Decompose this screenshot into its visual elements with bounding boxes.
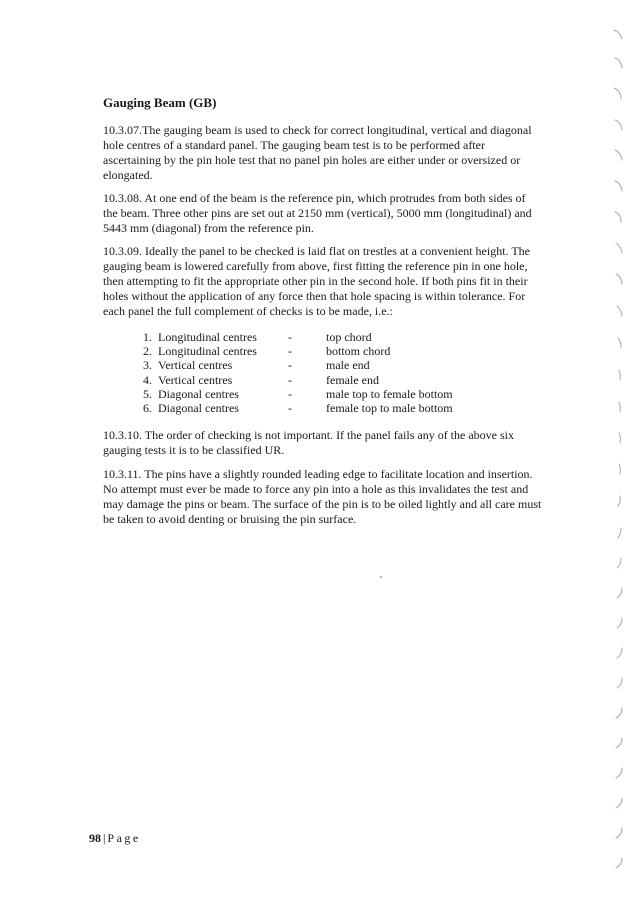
check-number: 4. (143, 372, 152, 387)
check-description: top chord (326, 330, 372, 344)
check-dash: - (288, 386, 292, 401)
check-list-item: 1. Longitudinal centres - top chord (130, 330, 490, 344)
check-description: male top to female bottom (326, 386, 453, 401)
check-item: Diagonal centres (158, 400, 239, 415)
check-list-item: 2. Longitudinal centres - bottom chord (130, 344, 490, 358)
check-list-item: 4. Vertical centres - female end (130, 373, 490, 387)
scan-speck (380, 576, 382, 578)
paragraph-10-3-11: 10.3.11. The pins have a slightly rounde… (103, 467, 542, 526)
check-list-item: 5. Diagonal centres - male top to female… (130, 387, 490, 401)
check-item: Diagonal centres (158, 386, 239, 401)
check-description: female end (326, 372, 379, 387)
page-label: Page (107, 831, 141, 845)
check-item: Longitudinal centres (158, 330, 257, 344)
page-footer: 98|Page (89, 831, 141, 846)
check-number: 5. (143, 386, 152, 401)
check-dash: - (288, 358, 292, 373)
paragraph-10-3-08: 10.3.08. At one end of the beam is the r… (103, 191, 532, 235)
check-item: Vertical centres (158, 372, 233, 387)
paragraph-10-3-10: 10.3.10. The order of checking is not im… (103, 428, 514, 457)
check-dash: - (288, 400, 292, 415)
paragraph-10-3-07: 10.3.07.The gauging beam is used to chec… (103, 123, 532, 182)
section-heading: Gauging Beam (GB) (103, 95, 217, 110)
check-list-item: 6. Diagonal centres - female top to male… (130, 401, 490, 415)
check-number: 3. (143, 358, 152, 373)
check-number: 1. (143, 330, 152, 344)
check-number: 2. (143, 344, 152, 359)
paragraph-10-3-09: 10.3.09. Ideally the panel to be checked… (103, 244, 530, 318)
check-description: male end (326, 358, 370, 373)
check-item: Longitudinal centres (158, 344, 257, 359)
check-list: 1. Longitudinal centres - top chord 2. L… (130, 330, 490, 415)
check-item: Vertical centres (158, 358, 233, 373)
page-number: 98 (89, 831, 101, 845)
check-description: bottom chord (326, 344, 391, 359)
footer-separator: | (103, 831, 106, 845)
check-dash: - (288, 372, 292, 387)
spiral-binding-marks (608, 28, 632, 888)
check-list-item: 3. Vertical centres - male end (130, 358, 490, 372)
check-description: female top to male bottom (326, 400, 453, 415)
check-number: 6. (143, 400, 152, 415)
check-dash: - (288, 344, 292, 359)
check-dash: - (288, 330, 292, 344)
